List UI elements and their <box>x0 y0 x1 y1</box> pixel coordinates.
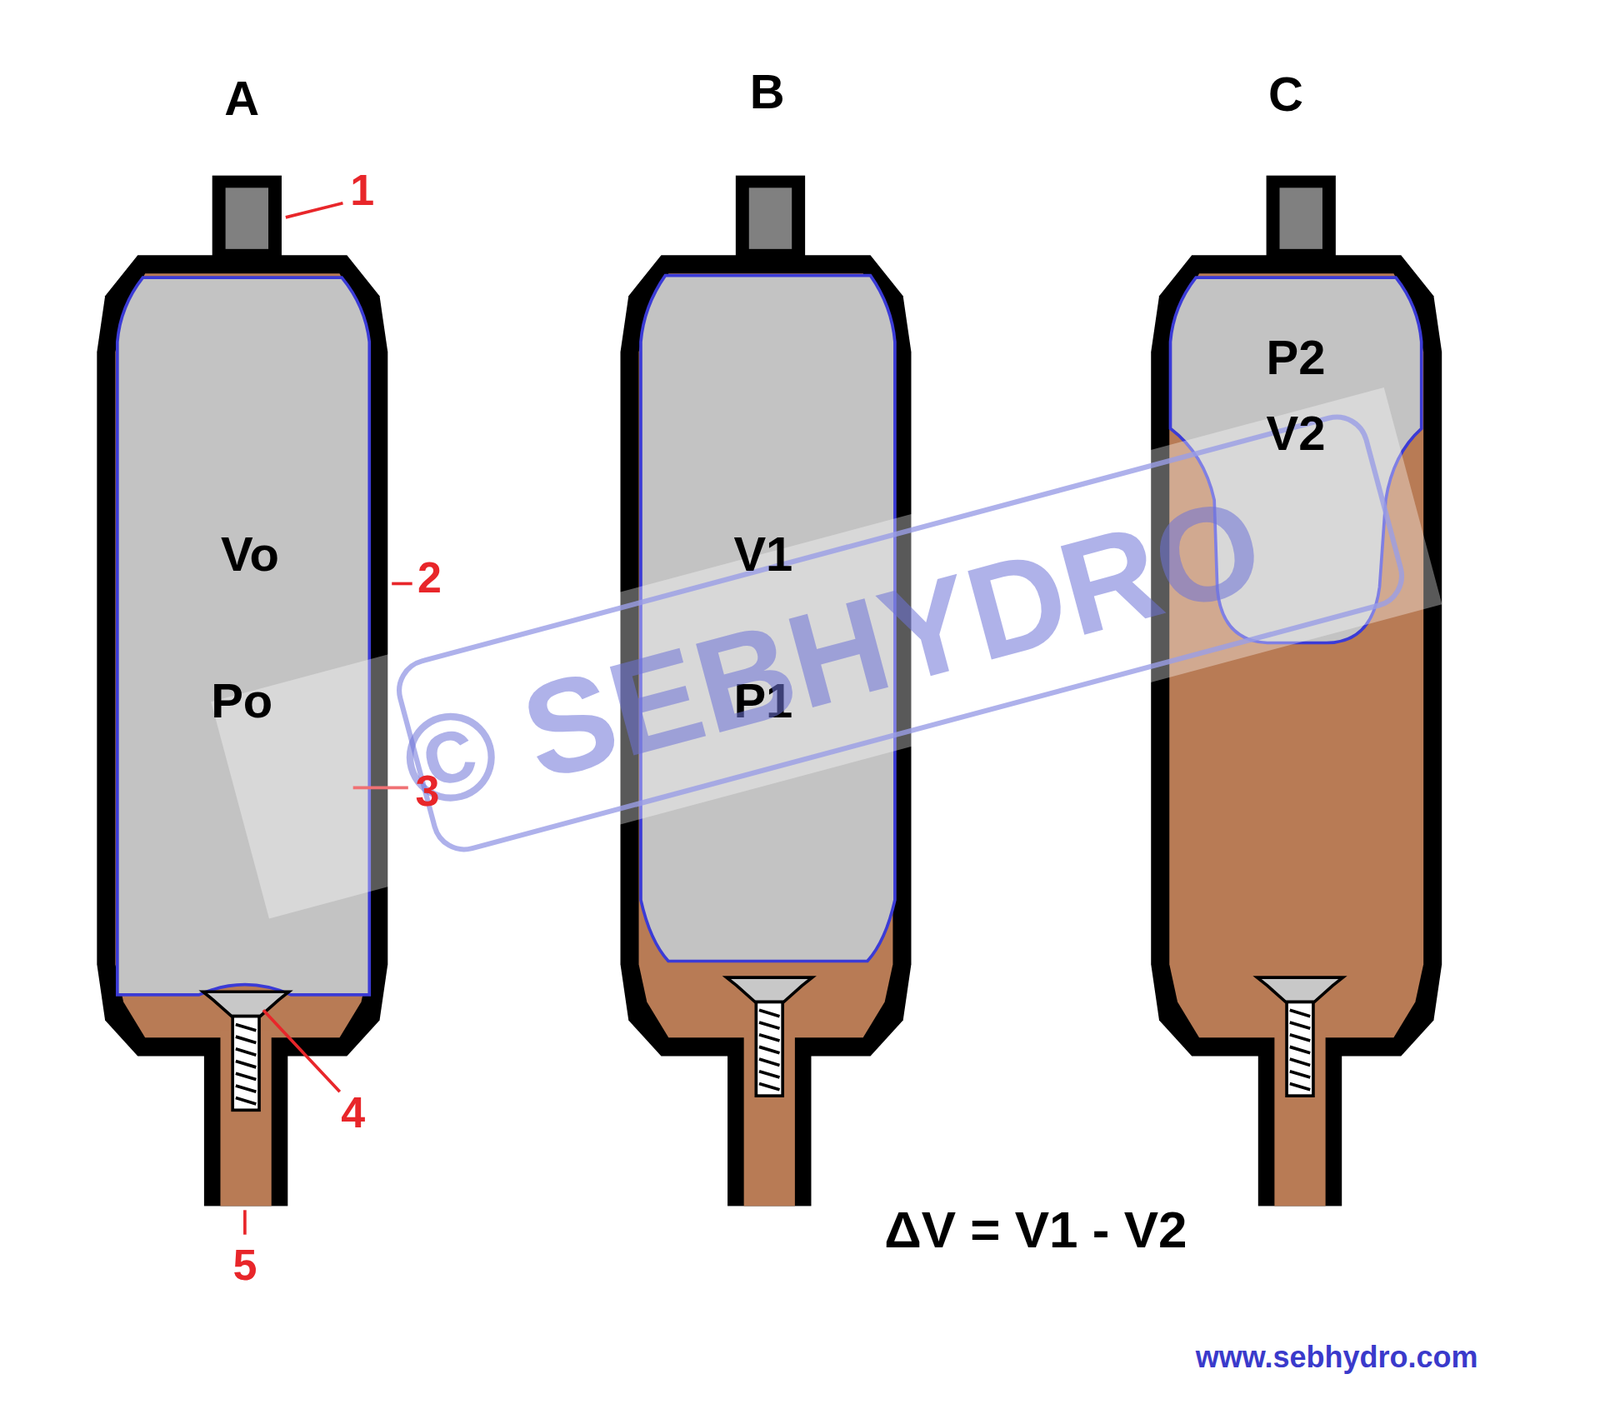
gas-quantity: P2 <box>1266 333 1326 382</box>
callout-number: 5 <box>232 1243 257 1287</box>
poppet-valve <box>203 991 290 1016</box>
watermark: ©SEBHYDRO <box>389 476 1275 834</box>
watermark-symbol: © <box>390 685 512 830</box>
gas-quantity: Vo <box>220 530 280 579</box>
watermark-text: SEBHYDRO <box>510 476 1275 801</box>
gas-quantity: V1 <box>733 530 793 579</box>
watermark-frame <box>210 387 1442 919</box>
gas-quantity: V2 <box>1266 409 1326 458</box>
callout-number: 1 <box>350 168 375 212</box>
formula: ΔV = V1 - V2 <box>884 1204 1187 1256</box>
callout-number: 2 <box>417 555 442 600</box>
poppet-valve <box>1257 977 1344 1002</box>
callout-number: 3 <box>415 769 440 813</box>
state-letter: C <box>1268 70 1304 119</box>
state-letter: B <box>750 67 785 116</box>
website: www.sebhydro.com <box>1195 1342 1479 1373</box>
callout-number: 4 <box>340 1090 365 1135</box>
gas-bladder: VoPo <box>117 277 370 992</box>
state-letter: A <box>224 74 260 123</box>
accumulator <box>1150 175 1442 1207</box>
gas-quantity: Po <box>210 676 273 725</box>
poppet-valve <box>726 977 813 1002</box>
